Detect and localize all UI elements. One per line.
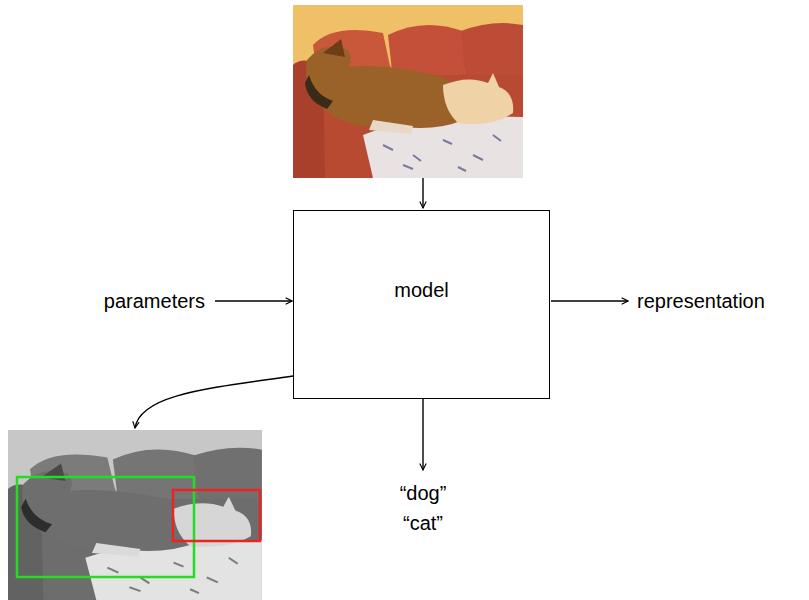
class-label: “cat” [403, 511, 443, 535]
input-photo [293, 5, 523, 178]
representation-arrow [551, 300, 628, 301]
arrows [135, 178, 628, 470]
io-label: parameters [104, 289, 205, 313]
parameters-arrow [215, 300, 292, 301]
input-arrow [422, 178, 423, 208]
process-box: model [293, 210, 550, 399]
detection-arrow [135, 376, 293, 428]
dog-box [17, 477, 194, 577]
class-label: “dog” [400, 481, 447, 505]
box-label: model [294, 279, 549, 302]
output-photo [8, 430, 262, 600]
label-arrow [422, 399, 423, 470]
cat-box [173, 490, 260, 541]
io-label: representation [637, 289, 765, 313]
